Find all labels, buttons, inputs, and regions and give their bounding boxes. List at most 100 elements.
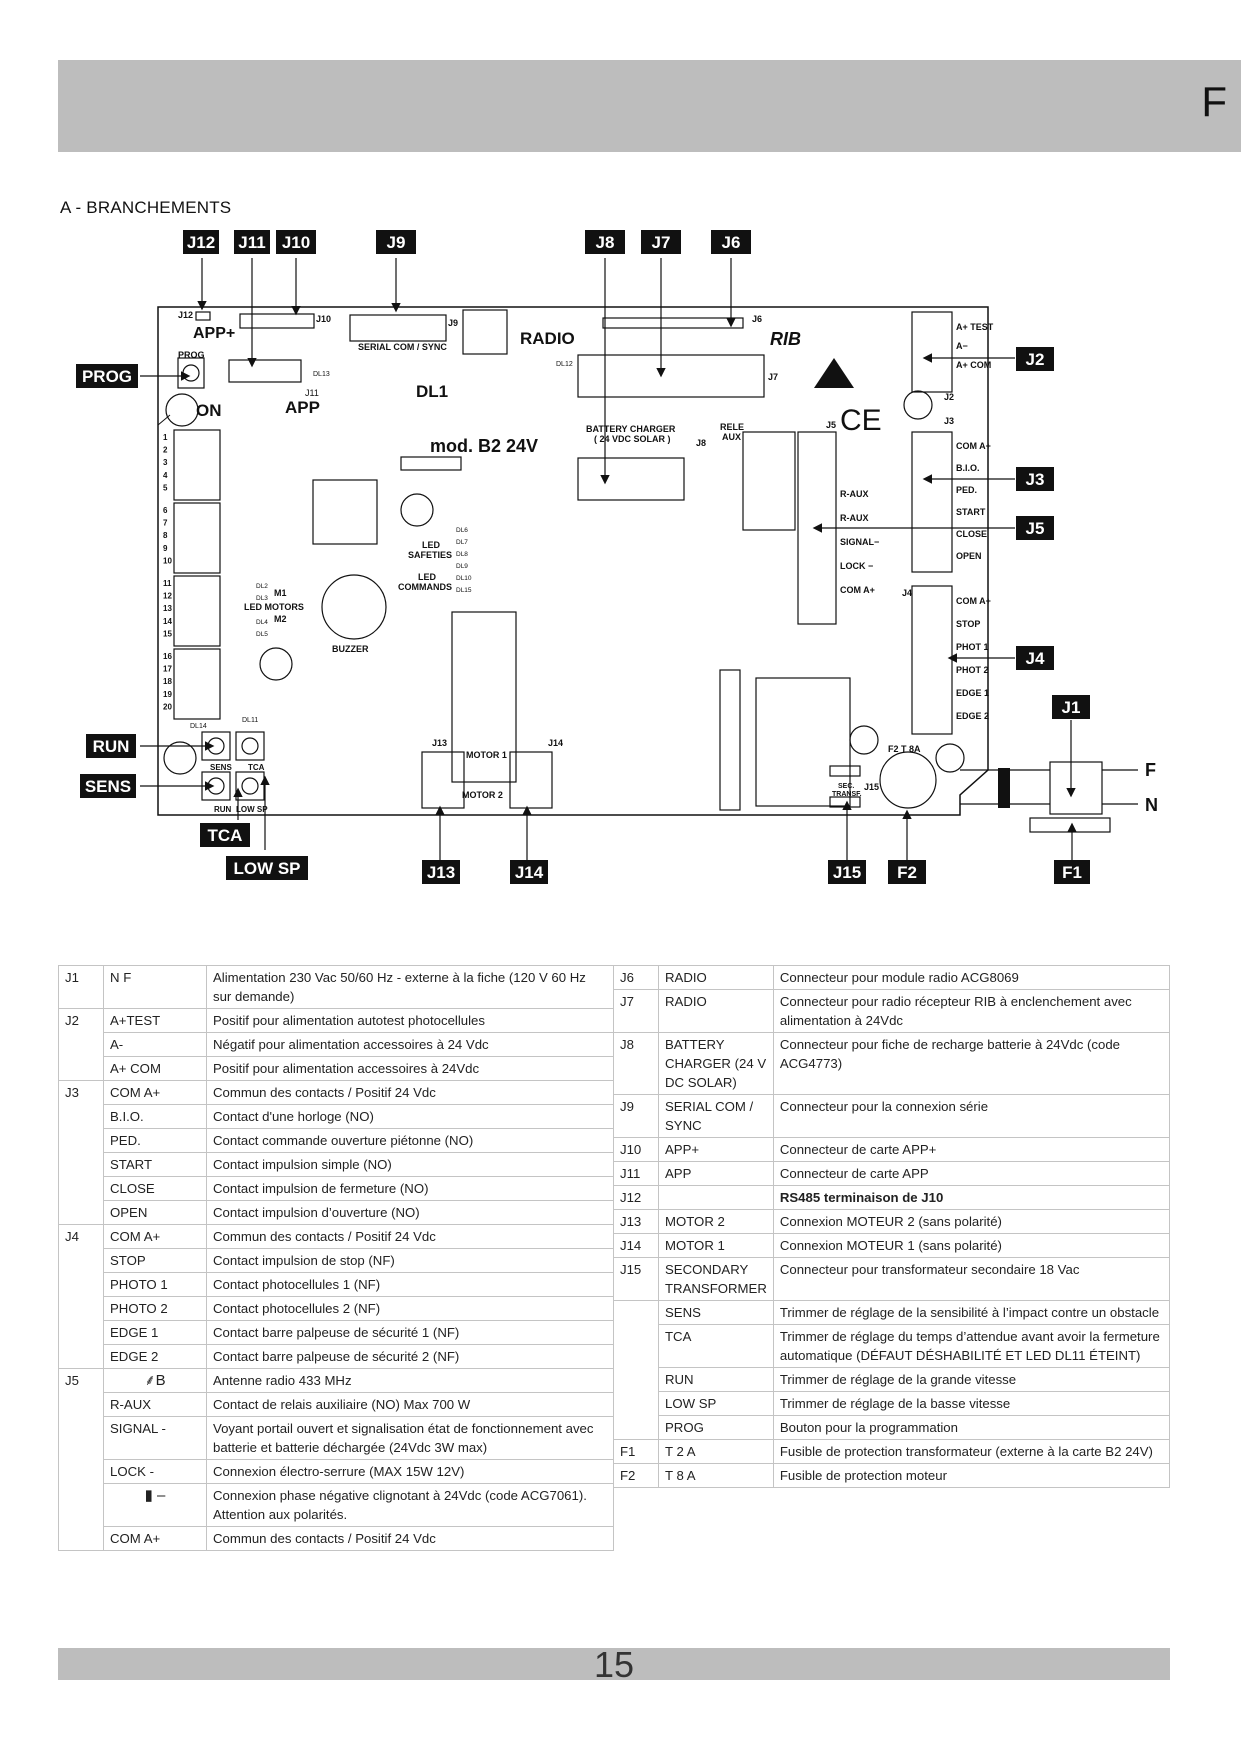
pin-j5-4: COM A+ (840, 585, 875, 595)
pin-j2-1: A− (956, 341, 968, 351)
label-dl11: DL11 (242, 717, 258, 724)
tag-j14-label: J14 (515, 863, 544, 882)
board-outline (157, 306, 989, 816)
tag-j15: J15 (828, 860, 866, 884)
label-m1: M1 (274, 588, 287, 598)
label-dl1: DL1 (416, 382, 448, 401)
tag-j8: J8 (585, 230, 625, 254)
pin-name: SECONDARY TRANSFORMER (658, 1257, 774, 1301)
led-dl3: DL3 (256, 595, 268, 602)
table-row: PED.Contact commande ouverture piétonne … (58, 1128, 614, 1153)
pin-description: RS485 terminaison de J10 (772, 1185, 1171, 1210)
terminal-16: 16 (163, 652, 172, 661)
pin-name: MOTOR 2 (658, 1209, 774, 1234)
pin-description: Trimmer de réglage du temps d’attendue a… (772, 1324, 1171, 1368)
terminal-11: 11 (163, 579, 172, 588)
tag-sens-label: SENS (85, 777, 131, 796)
pin-j5-2: SIGNAL− (840, 537, 879, 547)
pin-name: LOCK - (103, 1459, 207, 1484)
pin-j4-5: EDGE 2 (956, 711, 989, 721)
pin-name: TCA (658, 1324, 774, 1368)
pin-name: START (103, 1152, 207, 1177)
pin-name: ⸙Β (103, 1368, 207, 1393)
pin-description: Connecteur de carte APP (772, 1161, 1171, 1186)
tag-run: RUN (86, 734, 136, 758)
pin-name: BATTERY CHARGER (24 V DC SOLAR) (658, 1032, 774, 1095)
pin-name: SERIAL COM / SYNC (658, 1094, 774, 1138)
terminal-18: 18 (163, 677, 172, 686)
connector-code: J1 (58, 965, 104, 1009)
tag-f2: F2 (888, 860, 926, 884)
pin-description: Contact d'une horloge (NO) (206, 1104, 614, 1129)
pin-description: Contact impulsion de stop (NF) (206, 1248, 614, 1273)
label-battery-2: ( 24 VDC SOLAR ) (594, 434, 671, 444)
connector-code: J13 (613, 1209, 659, 1234)
terminal-4: 4 (163, 471, 168, 480)
pin-name: MOTOR 1 (658, 1233, 774, 1258)
connector-code: J7 (613, 989, 659, 1033)
pin-name: SENS (658, 1300, 774, 1325)
pin-description: Contact de relais auxiliaire (NO) Max 70… (206, 1392, 614, 1417)
tag-f1-label: F1 (1062, 863, 1082, 882)
page-number: 15 (593, 1644, 635, 1685)
pin-description: Bouton pour la programmation (772, 1415, 1171, 1440)
tag-j1: J1 (1052, 695, 1090, 719)
pin-description: Positif pour alimentation accessoires à … (206, 1056, 614, 1081)
connector-code: J4 (58, 1224, 104, 1249)
pin-j4-0: COM A+ (956, 596, 991, 606)
connector-code (58, 1056, 104, 1081)
rib-logo: RIB (770, 329, 801, 349)
tag-j9: J9 (376, 230, 416, 254)
label-f2-t8a: F2 T 8A (888, 744, 921, 754)
tag-j1-label: J1 (1062, 698, 1081, 717)
pin-name: PHOTO 1 (103, 1272, 207, 1297)
pin-description: Contact impulsion simple (NO) (206, 1152, 614, 1177)
led-dl10: DL10 (456, 575, 472, 582)
led-dl7: DL7 (456, 539, 468, 546)
label-led-motors: LED MOTORS (244, 602, 304, 612)
pin-description: Connecteur pour fiche de recharge batter… (772, 1032, 1171, 1095)
pin-name: A+ COM (103, 1056, 207, 1081)
tag-j13-label: J13 (427, 863, 455, 882)
pin-j3-5: OPEN (956, 551, 982, 561)
pin-name: CLOSE (103, 1176, 207, 1201)
pin-j4-2: PHOT 1 (956, 642, 989, 652)
board-model: mod. B2 24V (430, 436, 538, 456)
tag-j13: J13 (422, 860, 460, 884)
led-dl9: DL9 (456, 563, 468, 570)
tag-j4: J4 (1016, 646, 1054, 670)
pin-name: COM A+ (103, 1080, 207, 1105)
pin-j5-1: R-AUX (840, 513, 869, 523)
pin-name: PROG (658, 1415, 774, 1440)
pin-name: ▮ – (103, 1483, 207, 1527)
label-j3: J3 (944, 416, 954, 426)
pin-description: Antenne radio 433 MHz (206, 1368, 614, 1393)
connector-code: J8 (613, 1032, 659, 1095)
terminal-20: 20 (163, 702, 172, 711)
pin-description: Connecteur pour module radio ACG8069 (772, 965, 1171, 990)
led-dl15: DL15 (456, 587, 472, 594)
connector-code: J2 (58, 1008, 104, 1033)
tag-j8-label: J8 (596, 233, 615, 252)
pin-j3-4: CLOSE (956, 529, 987, 539)
label-motor2: MOTOR 2 (462, 790, 503, 800)
tag-j2-label: J2 (1026, 350, 1045, 369)
connector-code: J14 (613, 1233, 659, 1258)
pin-description: Alimentation 230 Vac 50/60 Hz - externe … (206, 965, 614, 1009)
label-j13: J13 (432, 738, 447, 748)
pin-description: Connexion électro-serrure (MAX 15W 12V) (206, 1459, 614, 1484)
connector-code (58, 1416, 104, 1460)
pin-j5-3: LOCK − (840, 561, 873, 571)
connector-code (58, 1152, 104, 1177)
pin-description: Contact barre palpeuse de sécurité 2 (NF… (206, 1344, 614, 1369)
pin-name: PED. (103, 1128, 207, 1153)
table-row: B.I.O.Contact d'une horloge (NO) (58, 1104, 614, 1129)
label-dl14: DL14 (190, 723, 207, 730)
